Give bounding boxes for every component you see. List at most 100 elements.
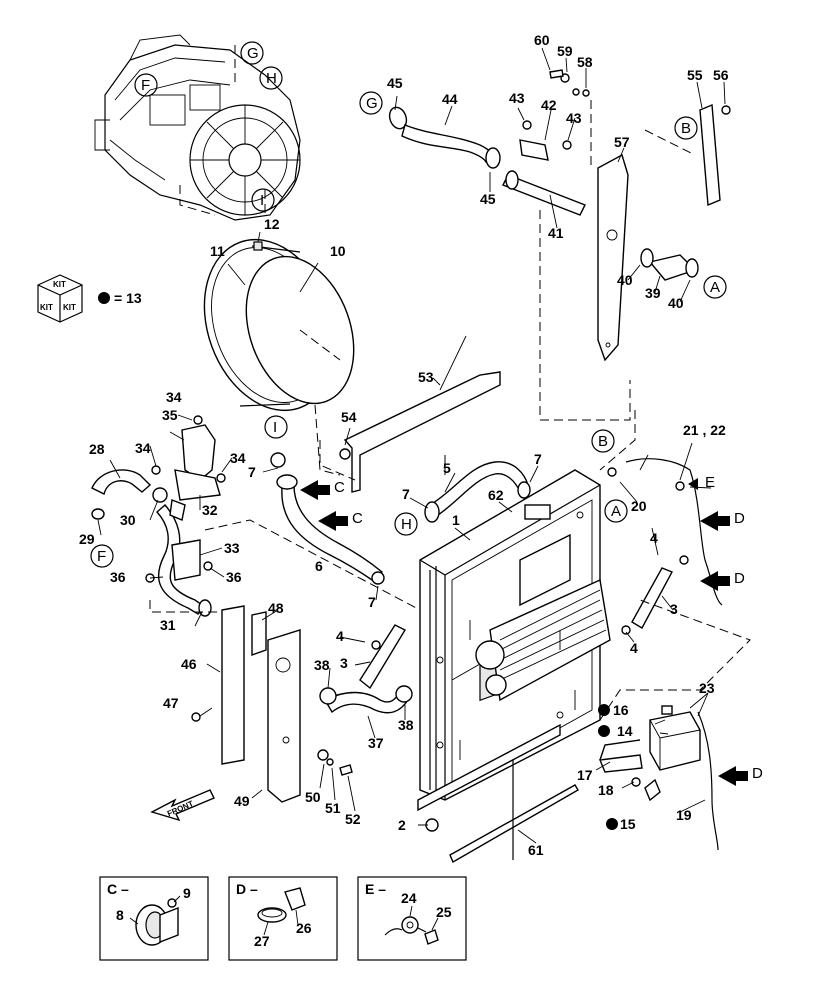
callout-c-upper: C xyxy=(334,479,345,496)
part-label-5: 5 xyxy=(443,460,451,476)
part-label-34-right: 34 xyxy=(230,450,246,466)
detail-inset-e: E – xyxy=(357,876,467,961)
part-label-8: 8 xyxy=(116,907,124,923)
callout-a-radiator-letter: A xyxy=(611,503,621,520)
inset-d-title: D – xyxy=(236,881,258,897)
part-label-47: 47 xyxy=(163,695,179,711)
part-label-7-lower: 7 xyxy=(368,594,376,610)
callout-g-hose: G xyxy=(359,91,383,115)
flow-arrows xyxy=(300,478,748,786)
part-label-42: 42 xyxy=(541,97,557,113)
bottom-parts xyxy=(425,760,579,863)
callout-d-lower-letter: D xyxy=(752,765,763,782)
reference-callouts: A A B B C C D D D E xyxy=(90,41,763,782)
callout-h-hose: H xyxy=(394,512,418,536)
part-label-12: 12 xyxy=(264,216,280,232)
callout-i-hose-letter: I xyxy=(273,419,277,436)
part-label-4-right-upper: 4 xyxy=(650,530,658,546)
callout-c-lower: C xyxy=(352,510,363,527)
part-label-37: 37 xyxy=(368,735,384,751)
part-label-18: 18 xyxy=(598,782,614,798)
callout-b-radiator-letter: B xyxy=(598,433,608,450)
part-label-1: 1 xyxy=(452,512,460,528)
part-label-10: 10 xyxy=(330,243,346,259)
callout-h-engine-letter: H xyxy=(266,70,277,87)
callout-f-engine-letter: F xyxy=(141,77,150,94)
callout-b-top: B xyxy=(674,116,698,140)
fan-shroud-rings xyxy=(203,238,355,476)
support-brackets xyxy=(191,605,353,803)
part-label-50: 50 xyxy=(305,789,321,805)
part-label-41: 41 xyxy=(548,225,564,241)
part-label-54: 54 xyxy=(341,409,357,425)
callout-d-lower: D xyxy=(752,765,763,782)
kit-marker-dot xyxy=(98,292,110,304)
callout-a-top-letter: A xyxy=(710,279,720,296)
part-label-7-right: 7 xyxy=(534,451,542,467)
callout-d-upper: D xyxy=(734,510,745,527)
part-label-44: 44 xyxy=(442,91,458,107)
callout-a-radiator: A xyxy=(604,499,628,523)
kit-legend: KIT KIT KIT = 13 xyxy=(37,274,142,323)
callout-i-engine: I xyxy=(251,188,275,212)
assembly-guide-lines xyxy=(149,410,636,640)
part-label-14: 14 xyxy=(617,723,633,739)
engine-illustration xyxy=(94,34,301,221)
part-label-2: 2 xyxy=(398,817,406,833)
part-label-49: 49 xyxy=(234,793,250,809)
callout-d-middle: D xyxy=(734,570,745,587)
part-label-59: 59 xyxy=(557,43,573,59)
part-label-32: 32 xyxy=(202,502,218,518)
part-label-26: 26 xyxy=(296,920,312,936)
callout-f-engine: F xyxy=(134,73,158,97)
part-label-4-left: 4 xyxy=(336,628,344,644)
callout-e-letter: E xyxy=(705,474,715,491)
part-label-36-left: 36 xyxy=(110,569,126,585)
callout-i-hose: I xyxy=(264,415,288,439)
part-label-25: 25 xyxy=(436,904,452,920)
callout-a-top: A xyxy=(703,275,727,299)
part-label-6: 6 xyxy=(315,558,323,574)
left-hose-and-brackets xyxy=(91,415,226,617)
callout-h-hose-letter: H xyxy=(401,516,412,533)
part-label-39: 39 xyxy=(645,285,661,301)
part-label-34-top: 34 xyxy=(166,389,182,405)
reserve-tank-assembly xyxy=(598,458,751,851)
callout-f-hose: F xyxy=(90,544,114,568)
detail-inset-c: C – xyxy=(99,876,209,961)
kit-box-label-left: KIT xyxy=(40,303,53,312)
part-label-24: 24 xyxy=(401,890,417,906)
part-label-33: 33 xyxy=(224,540,240,556)
inset-c-title: C – xyxy=(107,881,129,897)
part-label-38-right: 38 xyxy=(398,717,414,733)
part-label-7-left: 7 xyxy=(248,464,256,480)
part-label-35: 35 xyxy=(162,407,178,423)
part-label-45-top: 45 xyxy=(387,75,403,91)
part-label-48: 48 xyxy=(268,600,284,616)
bracket-plate-53 xyxy=(339,371,501,493)
stay-rods xyxy=(359,555,689,690)
part-label-29: 29 xyxy=(79,531,95,547)
part-number-labels: 1 2 3 3 4 4 4 5 6 7 7 7 7 8 9 10 11 12 1… xyxy=(79,32,729,949)
inset-e-title: E – xyxy=(365,881,386,897)
part-label-43-left: 43 xyxy=(509,90,525,106)
part-label-27: 27 xyxy=(254,933,270,949)
part-label-45-bottom: 45 xyxy=(480,191,496,207)
kit-marker-label: = 13 xyxy=(114,290,142,306)
callout-b-radiator: B xyxy=(591,429,615,453)
callout-b-top-letter: B xyxy=(681,120,691,137)
part-label-38-left: 38 xyxy=(314,657,330,673)
part-label-60: 60 xyxy=(534,32,550,48)
kit-dot-markers xyxy=(598,704,618,830)
part-label-11: 11 xyxy=(210,243,225,259)
callout-g-engine: G xyxy=(240,41,264,65)
part-label-43-right: 43 xyxy=(566,110,582,126)
part-label-40-left: 40 xyxy=(617,272,633,288)
part-label-16: 16 xyxy=(613,702,629,718)
radiator-assembly xyxy=(417,469,611,812)
part-label-61: 61 xyxy=(528,842,544,858)
part-label-55: 55 xyxy=(687,67,703,83)
callout-d-middle-letter: D xyxy=(734,570,745,587)
hose-set-radiator xyxy=(270,452,531,714)
